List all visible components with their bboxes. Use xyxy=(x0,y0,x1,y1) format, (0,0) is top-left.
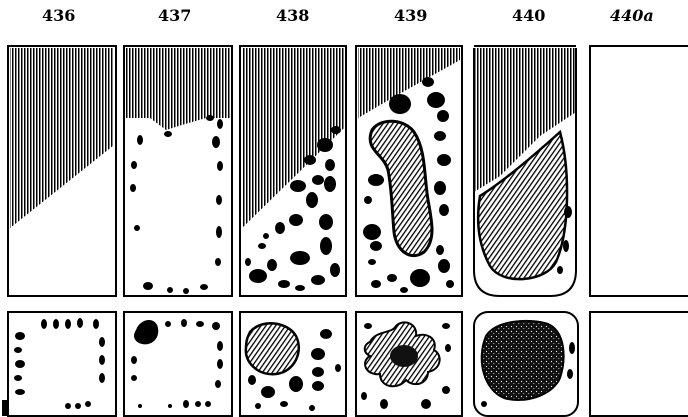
cell-437-top xyxy=(124,46,232,296)
cell-439-top xyxy=(356,46,462,296)
cell-440a-bottom xyxy=(590,312,688,416)
cell-440a-top xyxy=(590,46,688,296)
cell-436-top xyxy=(8,46,116,296)
cell-438-bottom xyxy=(240,312,346,416)
cell-437-bottom xyxy=(124,312,232,416)
cell-436-bottom xyxy=(8,312,116,416)
cell-439-bottom xyxy=(356,312,462,416)
cell-438-top xyxy=(240,46,346,296)
cell-440-top xyxy=(474,46,576,296)
edge-mark xyxy=(2,400,7,416)
cell-440-bottom xyxy=(474,312,578,416)
